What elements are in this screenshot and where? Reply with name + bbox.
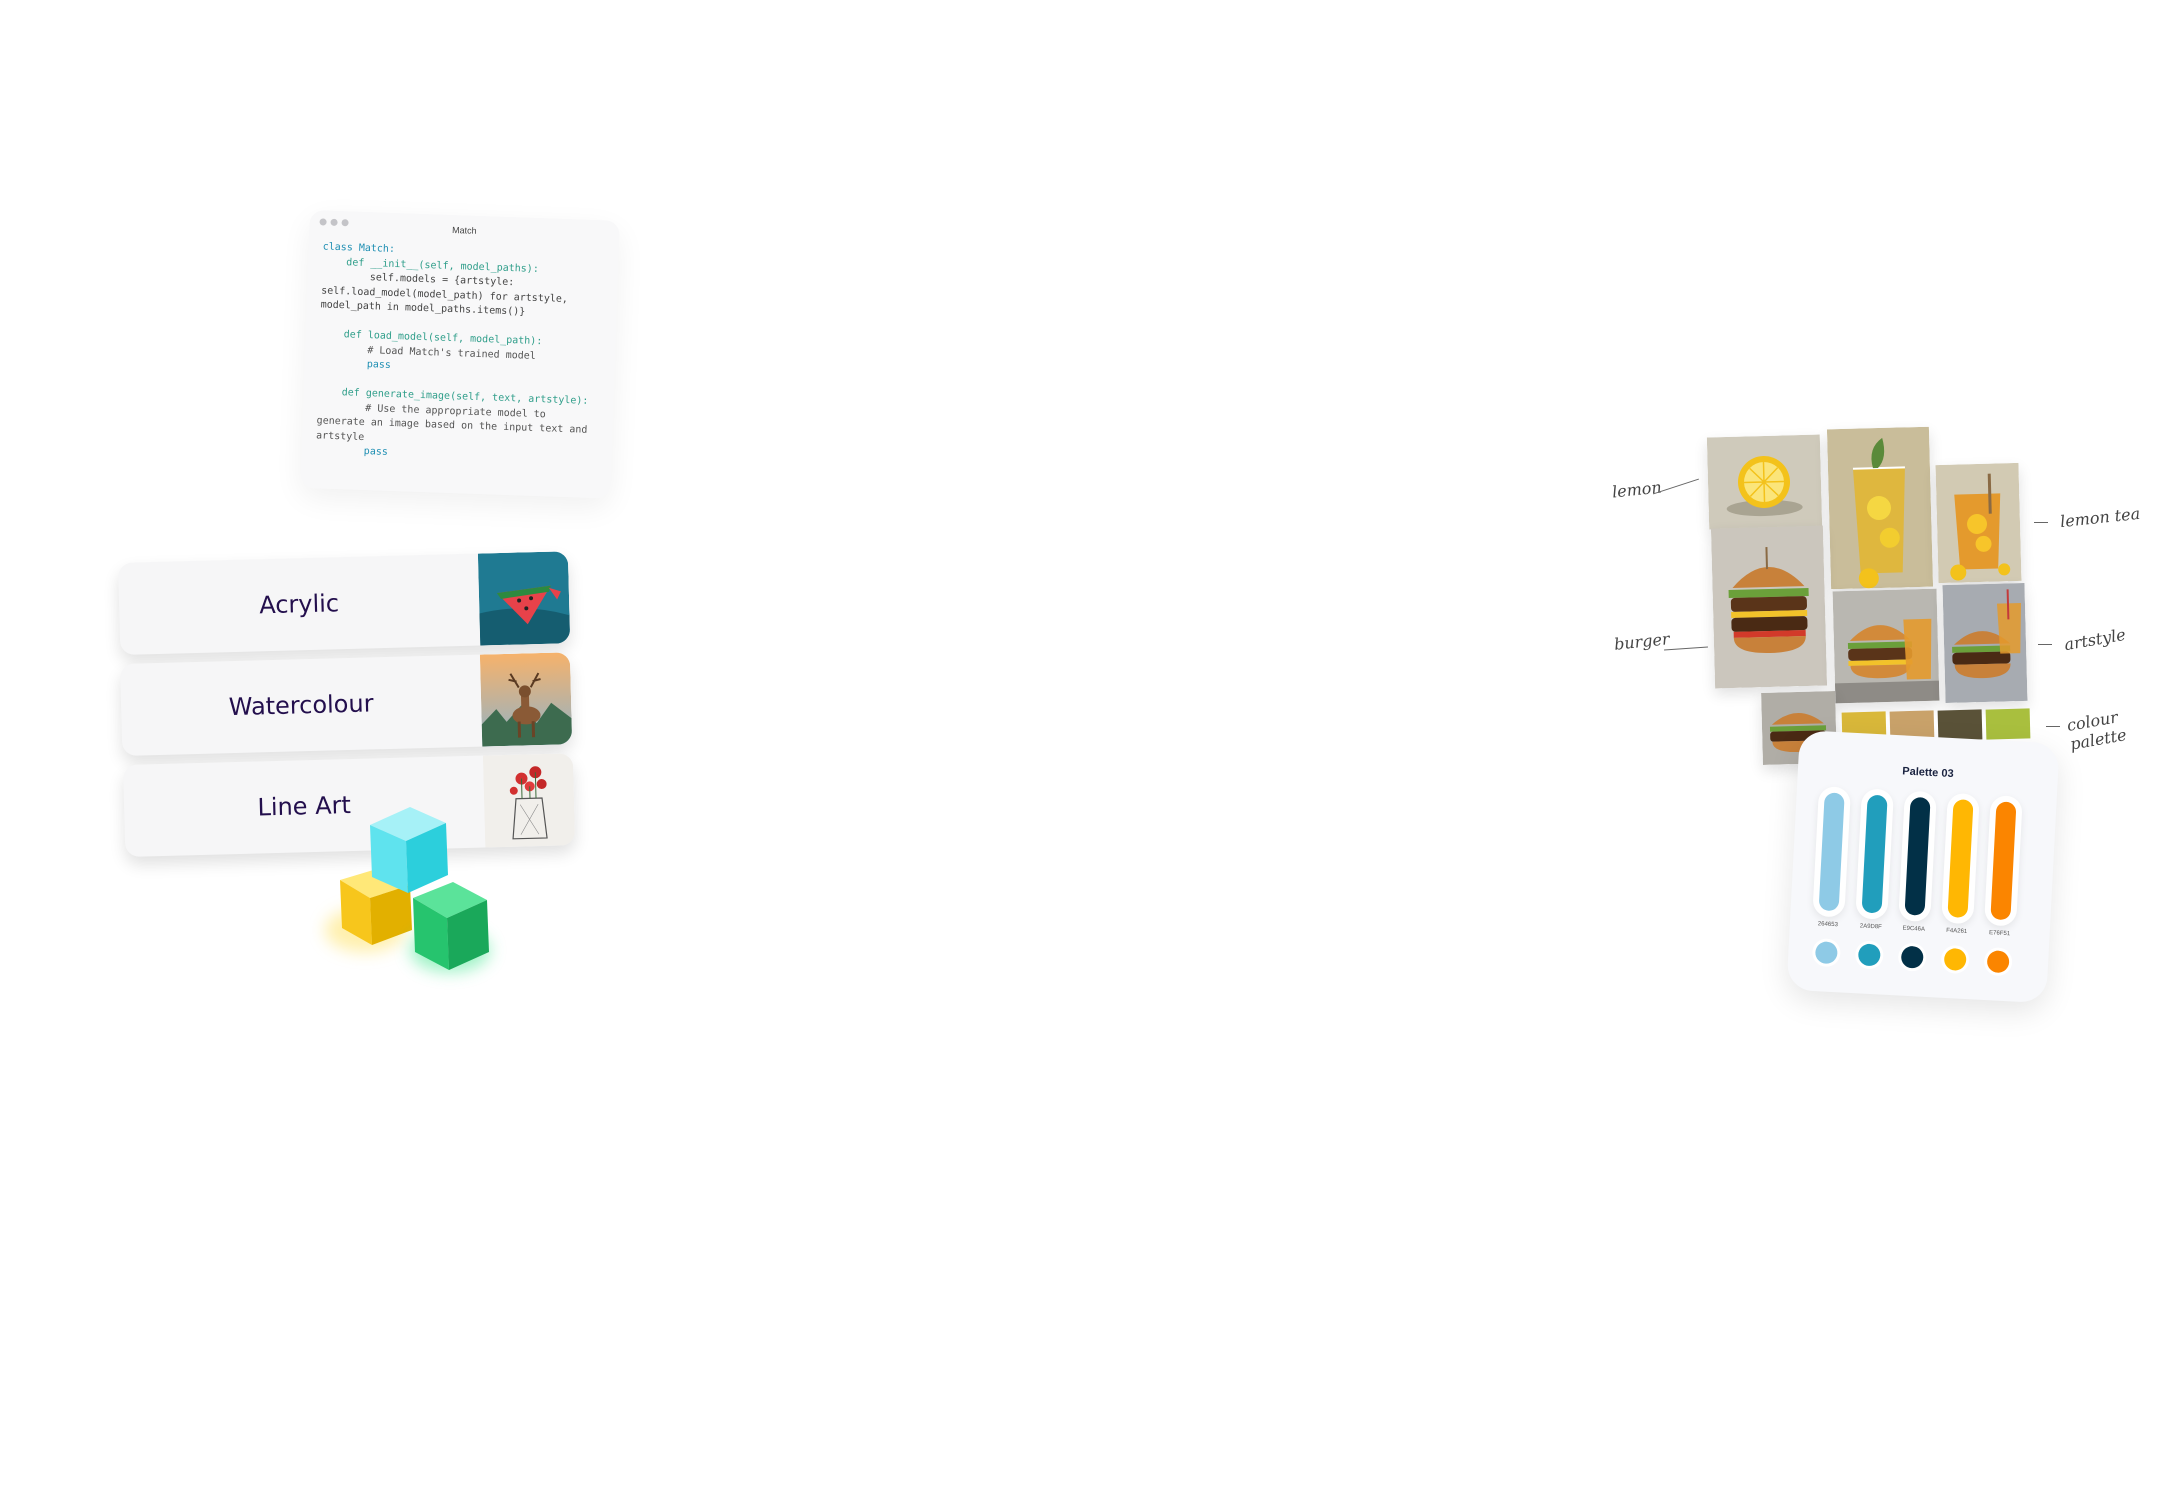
window-dot-icon (330, 218, 338, 226)
window-dot-icon (341, 219, 349, 227)
palette-hex-label: 2A9D8F (1859, 923, 1882, 931)
flower-vase-thumbnail (482, 753, 576, 848)
palette-swatch-fill (1818, 792, 1845, 912)
palette-hex-label: E76F51 (1988, 930, 2011, 938)
style-card-acrylic[interactable]: Acrylic (118, 551, 571, 655)
palette-swatch[interactable] (1812, 786, 1852, 918)
style-card-label: Watercolour (228, 689, 374, 722)
artstyle-burger-image (1942, 582, 2028, 704)
palette-strip-swatch (1985, 708, 2031, 740)
window-controls (319, 218, 349, 227)
palette-strip-swatch (1937, 709, 1983, 741)
cubes-logo-icon (325, 807, 490, 972)
style-card-label: Acrylic (258, 589, 340, 620)
annotation-colour-palette: colour palette (2065, 707, 2128, 754)
style-card-line-art[interactable]: Line Art (123, 753, 576, 857)
palette-swatch[interactable] (1855, 788, 1894, 920)
style-card-watercolour[interactable]: Watercolour (120, 652, 573, 756)
lemon-tea-glass-image (1935, 462, 2022, 584)
palette-swatch-fill (1861, 794, 1888, 914)
palette-color-dot[interactable] (1943, 947, 1967, 971)
palette-swatch[interactable] (1984, 795, 2023, 927)
annotation-lemon: lemon (1611, 477, 1663, 502)
code-window: Match class Match: def __init__(self, mo… (300, 210, 620, 499)
palette-color-dot[interactable] (1986, 950, 2010, 974)
lemon-image (1706, 434, 1823, 530)
watercolour-burger-image (1832, 588, 1940, 704)
palette-hex-label: F4A261 (1946, 927, 1968, 936)
burger-image (1710, 525, 1828, 689)
code-block: class Match: def __init__(self, model_pa… (315, 240, 604, 467)
palette-color-dot[interactable] (1814, 941, 1838, 965)
palette-card[interactable]: Palette 03 264653 2A9D8F E9C46A F4A261 E76F5… (1786, 730, 2060, 1004)
annotation-artstyle-line (2038, 644, 2052, 645)
annotation-artstyle: artstyle (2062, 624, 2128, 655)
palette-hex-label: E9C46A (1902, 925, 1926, 933)
lemon-tea-image (1826, 426, 1934, 590)
annotation-lemon-tea: lemon tea (2059, 503, 2141, 532)
code-window-title: Match (451, 224, 477, 236)
palette-swatch[interactable] (1898, 790, 1937, 923)
palette-swatch-fill (1904, 796, 1931, 916)
palette-color-dot[interactable] (1857, 943, 1881, 967)
palette-title: Palette 03 (1901, 765, 1954, 781)
palette-hex-label: 264653 (1817, 921, 1839, 929)
watermelon-thumbnail (477, 551, 571, 646)
window-dot-icon (319, 218, 327, 226)
palette-swatch[interactable] (1941, 792, 1980, 925)
annotation-colour-palette-line (2046, 726, 2060, 727)
palette-swatch-fill (1990, 801, 2017, 921)
annotation-burger: burger (1613, 629, 1671, 654)
annotation-lemon-tea-line (2034, 522, 2048, 523)
palette-swatch-fill (1947, 799, 1974, 919)
palette-color-dot[interactable] (1900, 945, 1924, 969)
deer-thumbnail (479, 652, 573, 747)
